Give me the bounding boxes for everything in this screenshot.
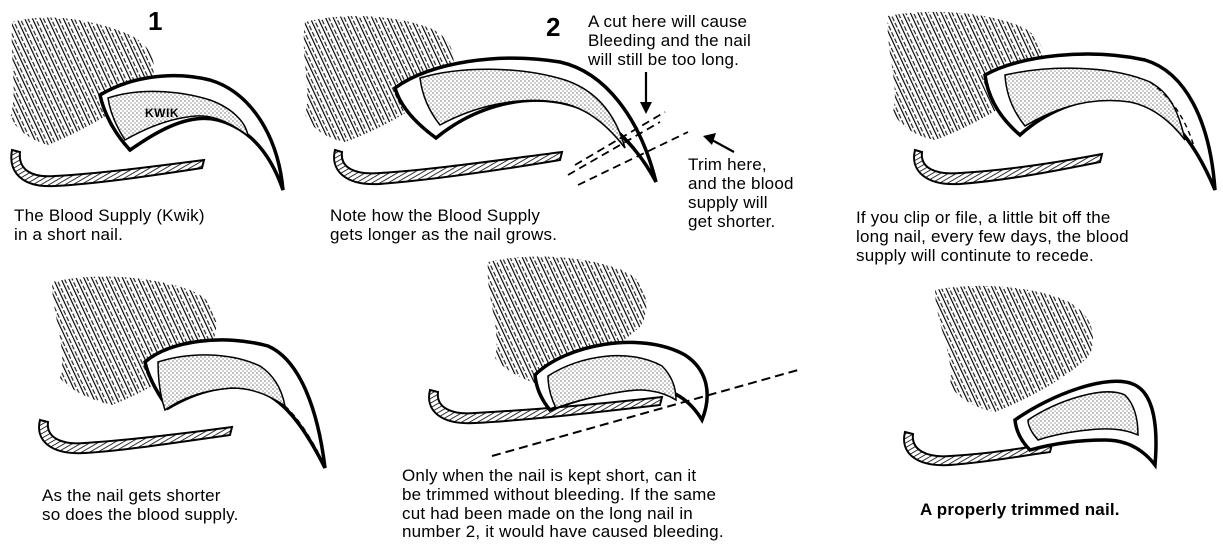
toe-pad [39,420,232,453]
panel-1-illustration: KWIK [10,18,283,190]
panel-3-caption-line-2: long nail, every few days, the blood [856,227,1129,246]
panel-3-caption-line-1: If you clip or file, a little bit off th… [856,208,1111,227]
panel-2-warning-line-2: Bleeding and the nail [588,31,751,50]
panel-5-caption-line-3: cut had been made on the long nail in [402,504,693,523]
panel-2-trim-line-1: Trim here, [688,155,767,174]
left-arrow-shaft [712,140,734,152]
toe-pad [914,150,1102,184]
panel-2-trim-line-4: get shorter. [688,212,775,231]
panel-1-number: 1 [148,8,163,34]
toe-pad [334,150,562,184]
panel-3-caption-line-3: supply will continute to recede. [856,246,1094,265]
panel-2-warning-line-1: A cut here will cause [588,12,747,31]
panel-4-caption-line-2: so does the blood supply. [42,505,239,524]
panel-2-number: 2 [546,14,561,40]
panel-6-caption: A properly trimmed nail. [920,500,1120,519]
panel-5-caption-line-2: be trimmed without bleeding. If the same [402,485,716,504]
panel-2-caption-line-2: gets longer as the nail grows. [330,225,557,244]
panel-5-caption-line-1: Only when the nail is kept short, can it [402,466,696,485]
panel-2-trim-line-2: and the blood [688,174,794,193]
panel-5-caption-line-4: number 2, it would have caused bleeding. [402,523,724,540]
panel-2-warning-line-3: will still be too long. [588,50,739,69]
down-arrow-head [640,102,652,114]
panel-4-illustration [39,276,325,468]
panel-6-illustration [904,286,1156,465]
toe-pad [11,150,204,186]
panel-3-illustration [888,12,1215,190]
panel-1-caption-line-1: The Blood Supply (Kwik) [14,206,205,225]
panel-2-trim-line-3: supply will [688,193,768,212]
panel-1-caption-line-2: in a short nail. [14,225,123,244]
panel-4-caption-line-1: As the nail gets shorter [42,486,221,505]
left-arrow-head [703,133,716,145]
panel-2-caption-line-1: Note how the Blood Supply [330,206,540,225]
kwik-label: KWIK [145,106,179,120]
panel-5-illustration [429,256,798,456]
